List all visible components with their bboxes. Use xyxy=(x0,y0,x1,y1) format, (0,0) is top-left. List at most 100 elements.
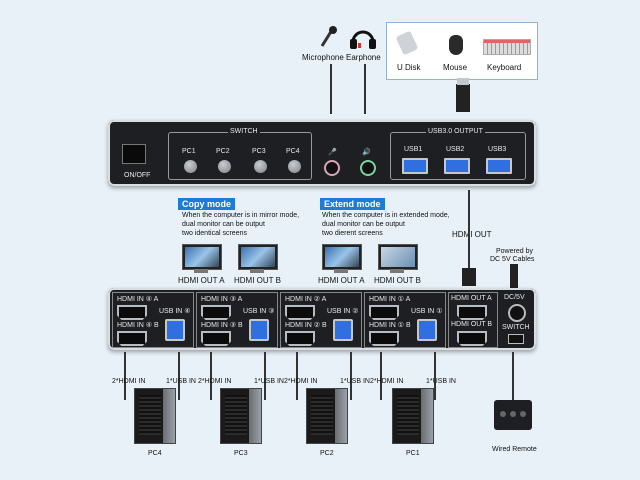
extend-mode-desc-1: When the computer is in extended mode, xyxy=(322,212,450,219)
pc2-name: PC2 xyxy=(320,450,334,457)
earphone-label: Earphone xyxy=(346,53,381,62)
hdmi-out-a-label: HDMI OUT A xyxy=(451,295,492,302)
wired-remote[interactable] xyxy=(494,400,532,430)
switch-port-label: SWITCH xyxy=(502,324,530,331)
usb-in-4-label: USB IN ④ xyxy=(159,308,191,315)
wired-remote-label: Wired Remote xyxy=(492,446,537,453)
hdmi-in-2a-label: HDMI IN ② A xyxy=(285,296,327,303)
pc3-name: PC3 xyxy=(234,450,248,457)
monitor-icon xyxy=(238,244,278,270)
hdmi-in-3b-port[interactable] xyxy=(201,331,231,346)
mic-cable xyxy=(330,64,332,114)
usb-in-3-port[interactable] xyxy=(249,319,269,341)
usb2-port[interactable] xyxy=(444,158,470,174)
usb-in-2-port[interactable] xyxy=(333,319,353,341)
usb3-port[interactable] xyxy=(486,158,512,174)
hdmi-in-4b-label: HDMI IN ④ B xyxy=(117,322,159,329)
remote-cable xyxy=(512,352,514,400)
mic-jack[interactable] xyxy=(324,160,340,176)
pc3-usb-cable xyxy=(264,352,266,400)
hdmi-plug-icon xyxy=(462,268,476,286)
mouse-label: Mouse xyxy=(443,63,468,72)
hdmi-out-b-port[interactable] xyxy=(457,331,487,346)
remote-button[interactable] xyxy=(510,411,516,417)
pc1-label: PC1 xyxy=(182,148,196,155)
earphone-icon xyxy=(349,24,377,50)
input-group-4: HDMI IN ④ A HDMI IN ④ B USB IN ④ xyxy=(112,292,194,348)
pc1-button[interactable] xyxy=(184,160,197,173)
pc1-hdmi-label: 2*HDMI IN xyxy=(370,378,404,385)
earphone-jack[interactable] xyxy=(360,160,376,176)
pc3-hdmi-cable xyxy=(210,352,212,400)
hdmi-in-2a-port[interactable] xyxy=(285,305,315,320)
remote-button[interactable] xyxy=(520,411,526,417)
pc4-usb-label: 1*USB IN xyxy=(166,378,196,385)
switch-port[interactable] xyxy=(508,334,524,344)
power-label-2: DC 5V Cables xyxy=(490,256,535,263)
switch-title: SWITCH xyxy=(228,128,260,135)
dc-plug-icon xyxy=(510,264,518,288)
hdmi-out-b-label: HDMI OUT B xyxy=(451,321,493,328)
peripherals-box: U Disk Mouse Keyboard xyxy=(386,22,538,80)
dc-port[interactable] xyxy=(508,304,526,322)
hdmi-in-1b-port[interactable] xyxy=(369,331,399,346)
keyboard-icon xyxy=(483,39,531,55)
pc4-usb-cable xyxy=(178,352,180,400)
monitor-icon xyxy=(322,244,362,270)
monitor-icon xyxy=(182,244,222,270)
pc3-button[interactable] xyxy=(254,160,267,173)
hdmi-in-3a-port[interactable] xyxy=(201,305,231,320)
pc1-usb-cable xyxy=(434,352,436,400)
copy-mode-desc-1: When the computer is in mirror mode, xyxy=(182,212,300,219)
pc2-button[interactable] xyxy=(218,160,231,173)
extend-mode-desc-3: two dierent screens xyxy=(322,230,383,237)
pc4-button[interactable] xyxy=(288,160,301,173)
extend-mode-title: Extend mode xyxy=(320,198,385,210)
pc-tower-icon xyxy=(134,388,176,444)
copy-out-a: HDMI OUT A xyxy=(178,276,225,285)
pc4-label: PC4 xyxy=(286,148,300,155)
speaker-icon: 🔊 xyxy=(362,149,371,156)
monitor-stand xyxy=(250,269,264,273)
monitor-icon xyxy=(378,244,418,270)
pc4-name: PC4 xyxy=(148,450,162,457)
copy-out-b: HDMI OUT B xyxy=(234,276,281,285)
microphone-icon xyxy=(318,26,338,47)
extend-out-a: HDMI OUT A xyxy=(318,276,365,285)
hdmi-in-4a-port[interactable] xyxy=(117,305,147,320)
remote-button[interactable] xyxy=(500,411,506,417)
hdmi-out-a-port[interactable] xyxy=(457,305,487,320)
output-group: HDMI OUT A HDMI OUT B xyxy=(448,292,498,348)
udisk-icon xyxy=(395,30,419,56)
extend-mode-desc-2: dual monitor can be output xyxy=(322,221,405,228)
udisk-label: U Disk xyxy=(397,63,421,72)
power-label: ON/OFF xyxy=(124,172,151,179)
power-switch[interactable] xyxy=(122,144,146,164)
monitor-stand xyxy=(194,269,208,273)
hdmi-in-1a-label: HDMI IN ① A xyxy=(369,296,411,303)
pc1-hdmi-cable xyxy=(380,352,382,400)
mic-jack-icon: 🎤 xyxy=(328,149,337,156)
hdmi-in-1a-port[interactable] xyxy=(369,305,399,320)
pc2-usb-cable xyxy=(350,352,352,400)
monitor-stand xyxy=(334,269,348,273)
pc1-usb-label: 1*USB IN xyxy=(426,378,456,385)
pc3-label: PC3 xyxy=(252,148,266,155)
hdmi-in-3b-label: HDMI IN ③ B xyxy=(201,322,243,329)
hdmi-in-2b-label: HDMI IN ② B xyxy=(285,322,327,329)
usb-in-4-port[interactable] xyxy=(165,319,185,341)
pc-tower-icon xyxy=(392,388,434,444)
usb-in-1-port[interactable] xyxy=(417,319,437,341)
usb1-port[interactable] xyxy=(402,158,428,174)
pc2-label: PC2 xyxy=(216,148,230,155)
hdmi-in-2b-port[interactable] xyxy=(285,331,315,346)
copy-mode-desc-2: dual monitor can be output xyxy=(182,221,265,228)
input-group-1: HDMI IN ① A HDMI IN ① B USB IN ① xyxy=(364,292,446,348)
usb-in-1-label: USB IN ① xyxy=(411,308,443,315)
pc2-usb-label: 1*USB IN xyxy=(340,378,370,385)
hdmi-out-label: HDMI OUT xyxy=(452,230,492,239)
usb2-label: USB2 xyxy=(446,146,465,153)
hdmi-in-4b-port[interactable] xyxy=(117,331,147,346)
monitor-stand xyxy=(390,269,404,273)
pc4-hdmi-label: 2*HDMI IN xyxy=(112,378,146,385)
